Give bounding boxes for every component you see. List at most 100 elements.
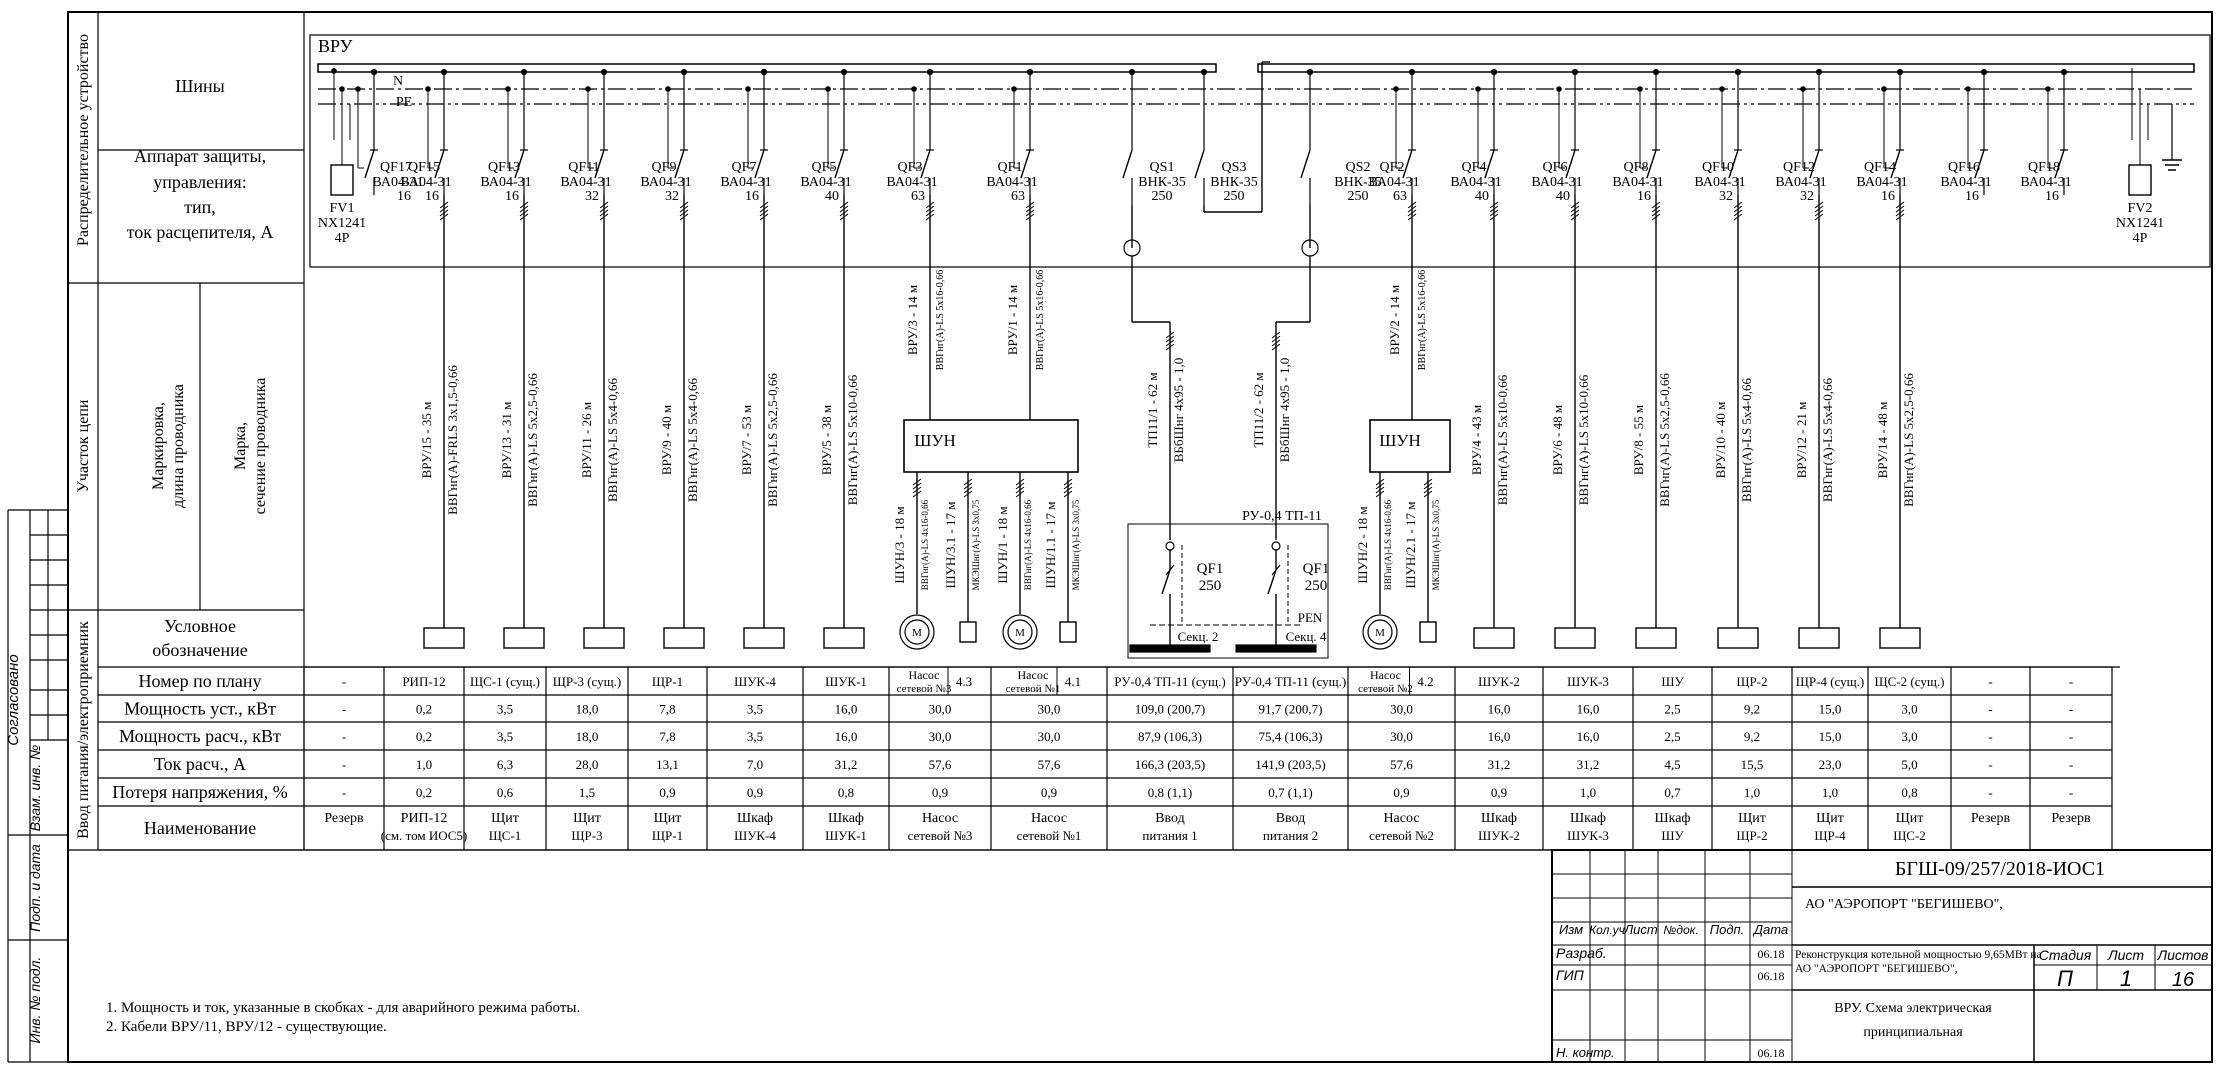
table-cell-plan: сетевой №3: [897, 683, 952, 695]
table-cell-dv: 0,9: [747, 785, 763, 800]
conductor-hatch: [1895, 205, 1905, 213]
table-cell-pinst: 16,0: [1577, 702, 1600, 717]
breaker-contact: [594, 149, 605, 179]
disconnector-qs1-type: ВНК-35: [1138, 175, 1185, 190]
breaker-qf18-rating: 16: [2045, 189, 2059, 204]
conductor-hatch: [1423, 478, 1433, 486]
table-row-label-dv: Потеря напряжения, %: [112, 782, 287, 802]
table-cell-icalc: 15,5: [1741, 757, 1764, 772]
table-cell-dv: -: [1988, 785, 1992, 800]
breaker-qf3-name: QF3: [898, 160, 923, 175]
conductor-hatch: [1570, 205, 1580, 213]
table-cell-pinst: 3,0: [1901, 702, 1917, 717]
conductor-hatch: [1025, 209, 1035, 217]
table-cell-name: Щит: [573, 811, 601, 826]
table-cell-pinst: 109,0 (200,7): [1135, 702, 1205, 717]
ru-breaker-name: QF1: [1303, 561, 1330, 577]
disconnector-contact: [1300, 149, 1311, 179]
table-cell-name: Резерв: [1971, 811, 2011, 826]
breaker-qf14-rating: 16: [1881, 189, 1895, 204]
main-busbar-section-2: [1257, 63, 2195, 73]
consumer-panel-symbol: [423, 627, 465, 649]
cable-mark: ВРУ/8 - 55 м: [1631, 405, 1646, 475]
table-cell-icalc: 7,0: [747, 757, 763, 772]
table-cell-icalc: 31,2: [835, 757, 858, 772]
conductor-hatch: [839, 205, 849, 213]
table-cell-name: Шкаф: [828, 811, 864, 826]
bus-tap-dot: [600, 68, 608, 76]
table-cell-pcalc: 16,0: [835, 729, 858, 744]
table-cell-icalc: 23,0: [1819, 757, 1842, 772]
conductor-hatch: [1025, 213, 1035, 221]
breaker-qf3-type: ВА04-31: [886, 175, 937, 190]
table-cell-pinst: 2,5: [1664, 702, 1680, 717]
table-cell-plan-number: 4.3: [956, 674, 972, 689]
breaker-qf2-rating: 63: [1393, 189, 1407, 204]
stage-header: Стадия: [2039, 947, 2092, 963]
breaker-qf6-type: ВА04-31: [1531, 175, 1582, 190]
breaker-contact: [1565, 149, 1576, 179]
conductor-hatch: [1015, 486, 1025, 494]
bus-tap-dot: [1490, 68, 1498, 76]
note-2: 2. Кабели ВРУ/11, ВРУ/12 - существующие.: [106, 1019, 387, 1035]
breaker-qf17-name: QF17: [380, 160, 412, 175]
cable-mark: ШУН/2 - 18 м: [1355, 506, 1370, 583]
conductor-hatch: [439, 201, 449, 209]
breaker-contact: [1809, 149, 1820, 179]
table-cell-icalc: 6,3: [497, 757, 513, 772]
breaker-qf14-type: ВА04-31: [1856, 175, 1907, 190]
table-cell-name: ЩР-3: [571, 828, 602, 843]
table-cell-pinst: 0,2: [416, 702, 432, 717]
breaker-qf16-rating: 16: [1965, 189, 1979, 204]
breaker-qf14-name: QF14: [1864, 160, 1896, 175]
n-tap-dot: [1393, 86, 1399, 92]
date-gip: 06.18: [1758, 969, 1785, 983]
conductor-hatch: [1489, 201, 1499, 209]
conductor-hatch: [679, 209, 689, 217]
conductor-hatch: [1375, 482, 1385, 490]
cable-mark: ВРУ/13 - 31 м: [499, 402, 514, 479]
conductor-hatch: [1733, 201, 1743, 209]
cable-brand: ВВГнг(А)-LS 5х10-0,66: [1495, 374, 1510, 505]
breaker-qf8-name: QF8: [1624, 160, 1649, 175]
conductor-hatch: [1015, 482, 1025, 490]
conductor-hatch: [519, 213, 529, 221]
table-cell-dv: 0,9: [659, 785, 675, 800]
breaker-qf15-type: ВА04-31: [400, 175, 451, 190]
breaker-qf5-rating: 40: [825, 189, 839, 204]
breaker-qf5-type: ВА04-31: [800, 175, 851, 190]
table-cell-name: Резерв: [2051, 811, 2091, 826]
conductor-hatch: [963, 478, 973, 486]
table-cell-name: Насос: [1383, 811, 1419, 826]
stage-value: П: [2057, 966, 2073, 991]
conductor-hatch: [1271, 331, 1281, 339]
arrester-fv2-type: NX1241: [2116, 216, 2164, 231]
table-cell-pinst: 30,0: [1390, 702, 1413, 717]
table-cell-pinst: 9,2: [1744, 702, 1760, 717]
table-cell-name: ШУК-2: [1478, 828, 1520, 843]
consumer-panel-symbol: [503, 627, 545, 649]
breaker-qf4-rating: 40: [1475, 189, 1489, 204]
cable-mark: ВРУ/7 - 53 м: [739, 405, 754, 475]
table-row-label-p_calc: Мощность расч., кВт: [119, 726, 281, 746]
breaker-qf2-name: QF2: [1380, 160, 1405, 175]
bus-tap-dot: [1026, 68, 1034, 76]
n-tap-dot: [911, 86, 917, 92]
conductor-hatch: [1814, 209, 1824, 217]
bus-tap-dot: [370, 68, 378, 76]
conductor-hatch: [1165, 335, 1175, 343]
table-cell-pinst: -: [342, 702, 346, 717]
disconnector-qs2-rating: 250: [1348, 189, 1369, 204]
stamp-replaced: Взам. инв. №: [27, 745, 43, 832]
consumer-panel-symbol: [1798, 627, 1840, 649]
consumer-panel-symbol: [823, 627, 865, 649]
table-cell-icalc: 57,6: [929, 757, 952, 772]
table-cell-dv: 0,9: [1393, 785, 1409, 800]
cable-brand: ВВГнг(А)-LS 5х16-0,66: [1035, 270, 1046, 370]
motor-symbol-inner: [1007, 619, 1033, 645]
cable-mark: ВРУ/10 - 40 м: [1713, 402, 1728, 479]
cable-brand: ВВГнг(А)-FRLS 3х1,5-0,66: [445, 365, 460, 515]
n-tap-dot: [355, 86, 361, 92]
table-cell-pcalc: 87,9 (106,3): [1138, 729, 1202, 744]
table-cell-plan: -: [2069, 674, 2073, 689]
